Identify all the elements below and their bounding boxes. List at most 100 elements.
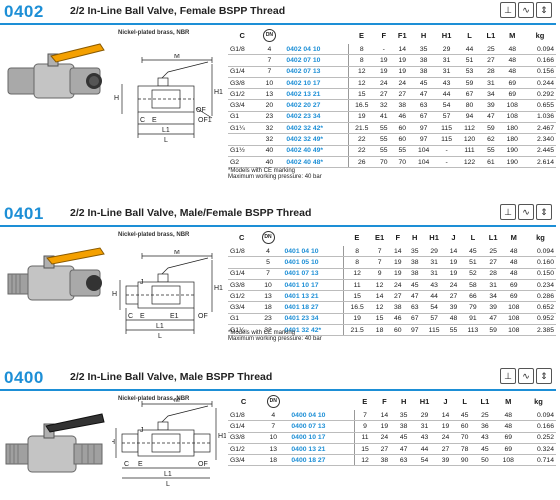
part-number[interactable]: 0400 10 17 [287,432,355,444]
dim-label-of: OF [196,107,206,114]
table-cell: 108 [495,454,522,467]
col-header: L [467,30,472,40]
section-rule [0,389,556,391]
table-cell: 19 [374,420,395,433]
part-number[interactable]: 0402 20 27 [282,99,349,112]
table-cell: 190 [500,145,524,157]
table-cell: 48 [502,246,526,258]
table-cell: 51 [461,256,484,269]
table-cell: 2.467 [523,122,556,135]
part-number[interactable]: 0401 18 27 [280,301,344,314]
table-cell: G1/2 [228,88,257,101]
part-number[interactable]: 0400 04 10 [287,410,355,422]
table-cell: 46 [389,313,407,326]
table-cell: 13 [259,443,288,456]
table-cell: 27 [374,88,393,101]
table-cell: 0.244 [523,77,556,90]
table-cell: G3/8 [228,279,256,292]
table-cell [228,54,257,67]
table-cell: 111 [457,145,482,157]
part-number[interactable]: 0401 13 21 [280,290,344,303]
part-number[interactable]: 0402 04 10 [282,44,349,56]
table-cell: - [435,156,458,169]
table-cell: 22 [347,133,375,146]
table-cell: 10 [255,279,281,292]
table-cell: 19 [445,268,462,280]
col-header: kg [534,396,543,406]
table-cell: 69 [495,432,522,444]
ce-note: *Models with CE marking [228,330,296,336]
part-number[interactable]: 0402 07 13 [282,66,349,78]
table-cell: 0.952 [525,313,556,326]
col-header: H1 [419,396,430,406]
dim-label-j: J [140,427,144,434]
table-cell: 4 [259,410,288,422]
dim-label-h1: H1 [214,285,223,292]
table-cell: 16.5 [343,301,370,314]
part-number[interactable]: 0402 40 49* [282,145,349,157]
dim-label-e: E [152,117,157,124]
table-cell: 38 [392,99,412,112]
table-cell: 19 [445,256,462,269]
table-cell: 2.385 [525,324,556,337]
part-number[interactable]: 0401 23 34 [280,313,344,326]
part-number[interactable]: 0400 07 13 [287,420,355,433]
table-cell: 1.036 [523,111,556,124]
part-number[interactable]: 0400 13 21 [287,443,355,456]
table-cell: G3/4 [228,99,257,112]
table-cell: 63 [394,454,414,467]
flow-direction-icon: ⇕ [536,2,552,18]
table-cell: 69 [500,88,524,101]
table-cell: 55 [445,324,462,337]
table-cell: - [374,44,393,56]
table-cell: 48 [500,54,524,67]
table-cell: 23 [255,313,281,326]
table-cell: 97 [406,324,424,337]
table-cell: 34 [481,88,501,101]
part-number[interactable]: 0402 32 49* [282,133,349,146]
table-cell: G1 [228,111,257,124]
product-photo [5,413,105,473]
part-number[interactable]: 0402 40 48* [282,156,349,169]
part-number[interactable]: 0401 10 17 [280,279,344,292]
table-cell: 19 [343,313,370,326]
table-cell: 0.252 [521,432,556,444]
part-number[interactable]: 0402 23 34 [282,111,349,124]
table-cell: 97 [411,122,436,135]
col-header: M [505,396,512,406]
part-number[interactable]: 0401 05 10 [280,256,344,269]
table-cell: 32 [374,99,393,112]
product-title: 2/2 In-Line Ball Valve, Male/Female BSPP… [70,207,312,219]
part-number[interactable]: 0401 04 10 [280,246,344,258]
col-header: kg [536,232,545,242]
temperature-icon: ⊥ [500,2,516,18]
table-cell: 69 [502,279,526,292]
part-number[interactable]: 0401 07 13 [280,268,344,280]
part-number[interactable]: 0402 13 21 [282,88,349,101]
table-cell: 32 [255,324,281,337]
table-cell: 16.5 [347,99,375,112]
table-cell: G3/8 [228,77,257,90]
table-cell: 120 [457,133,482,146]
part-number[interactable]: 0402 07 10 [282,54,349,67]
table-cell: G1/4 [228,268,256,280]
dim-label-c: C [124,461,129,468]
part-number[interactable]: 0401 32 42* [280,324,344,337]
col-header: F [395,232,401,242]
part-number[interactable]: 0402 32 42* [282,122,349,135]
table-cell: 0.166 [521,420,556,433]
dn-icon: DN [256,228,281,246]
table-cell: 45 [411,77,436,90]
col-header: F [381,30,387,40]
section-rule [0,225,556,227]
table-cell: 10 [259,432,288,444]
table-cell: 29 [423,246,445,258]
part-number[interactable]: 0402 10 17 [282,77,349,90]
table-cell: 4 [256,44,283,56]
part-number[interactable]: 0400 18 27 [287,454,355,467]
table-cell: 31 [423,268,445,280]
product-photo [7,247,105,301]
table-cell: 38 [374,454,395,467]
